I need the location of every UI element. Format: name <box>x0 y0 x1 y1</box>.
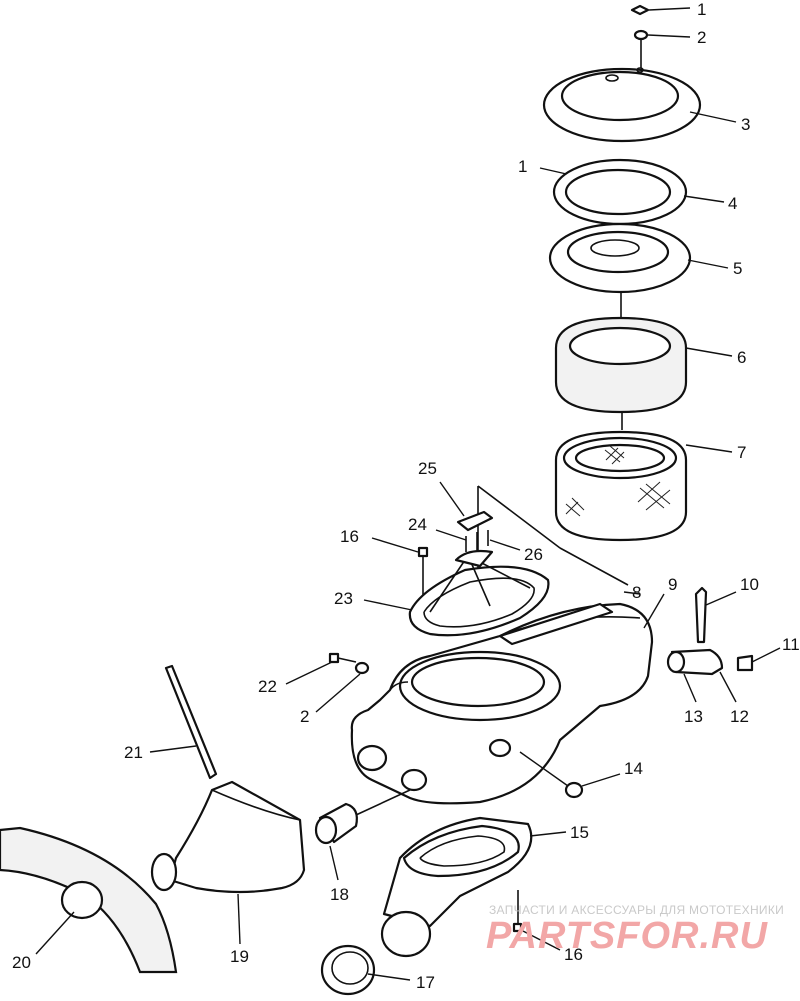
grommet-part-14 <box>519 751 621 799</box>
callout-2b: 2 <box>300 707 309 726</box>
filter-cage-part-23 <box>363 549 550 637</box>
callout-7: 7 <box>737 443 746 462</box>
callout-4: 4 <box>728 194 737 213</box>
strap-part-21 <box>149 664 218 780</box>
callout-11: 11 <box>782 635 800 654</box>
callout-22: 22 <box>258 677 277 696</box>
air-box-body-part-9 <box>350 591 665 805</box>
heat-shield-part-20 <box>0 826 178 974</box>
callout-9: 9 <box>668 575 677 594</box>
callout-19: 19 <box>230 947 249 966</box>
foam-prefilter-part-6 <box>554 316 733 414</box>
filter-plate-part-5 <box>548 222 729 294</box>
callout-5: 5 <box>733 259 742 278</box>
callout-8: 8 <box>632 583 641 602</box>
callout-2a: 2 <box>697 28 706 47</box>
callout-13: 13 <box>684 707 703 726</box>
washer-part-2 <box>633 29 691 41</box>
filter-element-part-7 <box>554 430 733 542</box>
callout-6: 6 <box>737 348 746 367</box>
callout-12: 12 <box>730 707 749 726</box>
callout-16b: 16 <box>564 945 583 964</box>
callout-25: 25 <box>418 459 437 478</box>
watermark-tagline: ЗАПЧАСТИ И АКСЕССУАРЫ ДЛЯ МОТОТЕХНИКИ <box>489 903 785 917</box>
intake-boot-part-19 <box>150 780 306 945</box>
callout-16a: 16 <box>340 527 359 546</box>
washer-part-2b <box>315 661 370 713</box>
end-cap-part-17 <box>320 944 411 996</box>
wing-nut-part-1 <box>630 4 691 16</box>
callout-23: 23 <box>334 589 353 608</box>
callout-17: 17 <box>416 973 435 992</box>
watermark-logo: PARTSFOR.RU <box>486 915 768 957</box>
callout-26: 26 <box>524 545 543 564</box>
gasket-part-4 <box>552 158 725 226</box>
screw-part-16b <box>512 890 561 951</box>
callout-18: 18 <box>330 885 349 904</box>
callout-3: 3 <box>741 115 750 134</box>
callout-10: 10 <box>740 575 759 594</box>
elbow-duct-part-15 <box>380 816 567 958</box>
drain-hose-part-12 <box>666 647 781 703</box>
callout-20: 20 <box>12 953 31 972</box>
bolts-part-24-26 <box>435 529 521 552</box>
callout-15: 15 <box>570 823 589 842</box>
callout-1a: 1 <box>697 0 706 19</box>
coupler-part-18 <box>314 789 411 881</box>
air-box-cover-part-3 <box>542 67 737 143</box>
plate-part-25 <box>439 481 494 532</box>
callout-21: 21 <box>124 743 143 762</box>
callout-24: 24 <box>408 515 427 534</box>
callout-1b: 1 <box>518 157 527 176</box>
callout-14: 14 <box>624 759 643 778</box>
screw-part-16a <box>371 537 429 600</box>
screw-part-22 <box>285 652 357 685</box>
strap-part-10 <box>694 586 737 644</box>
